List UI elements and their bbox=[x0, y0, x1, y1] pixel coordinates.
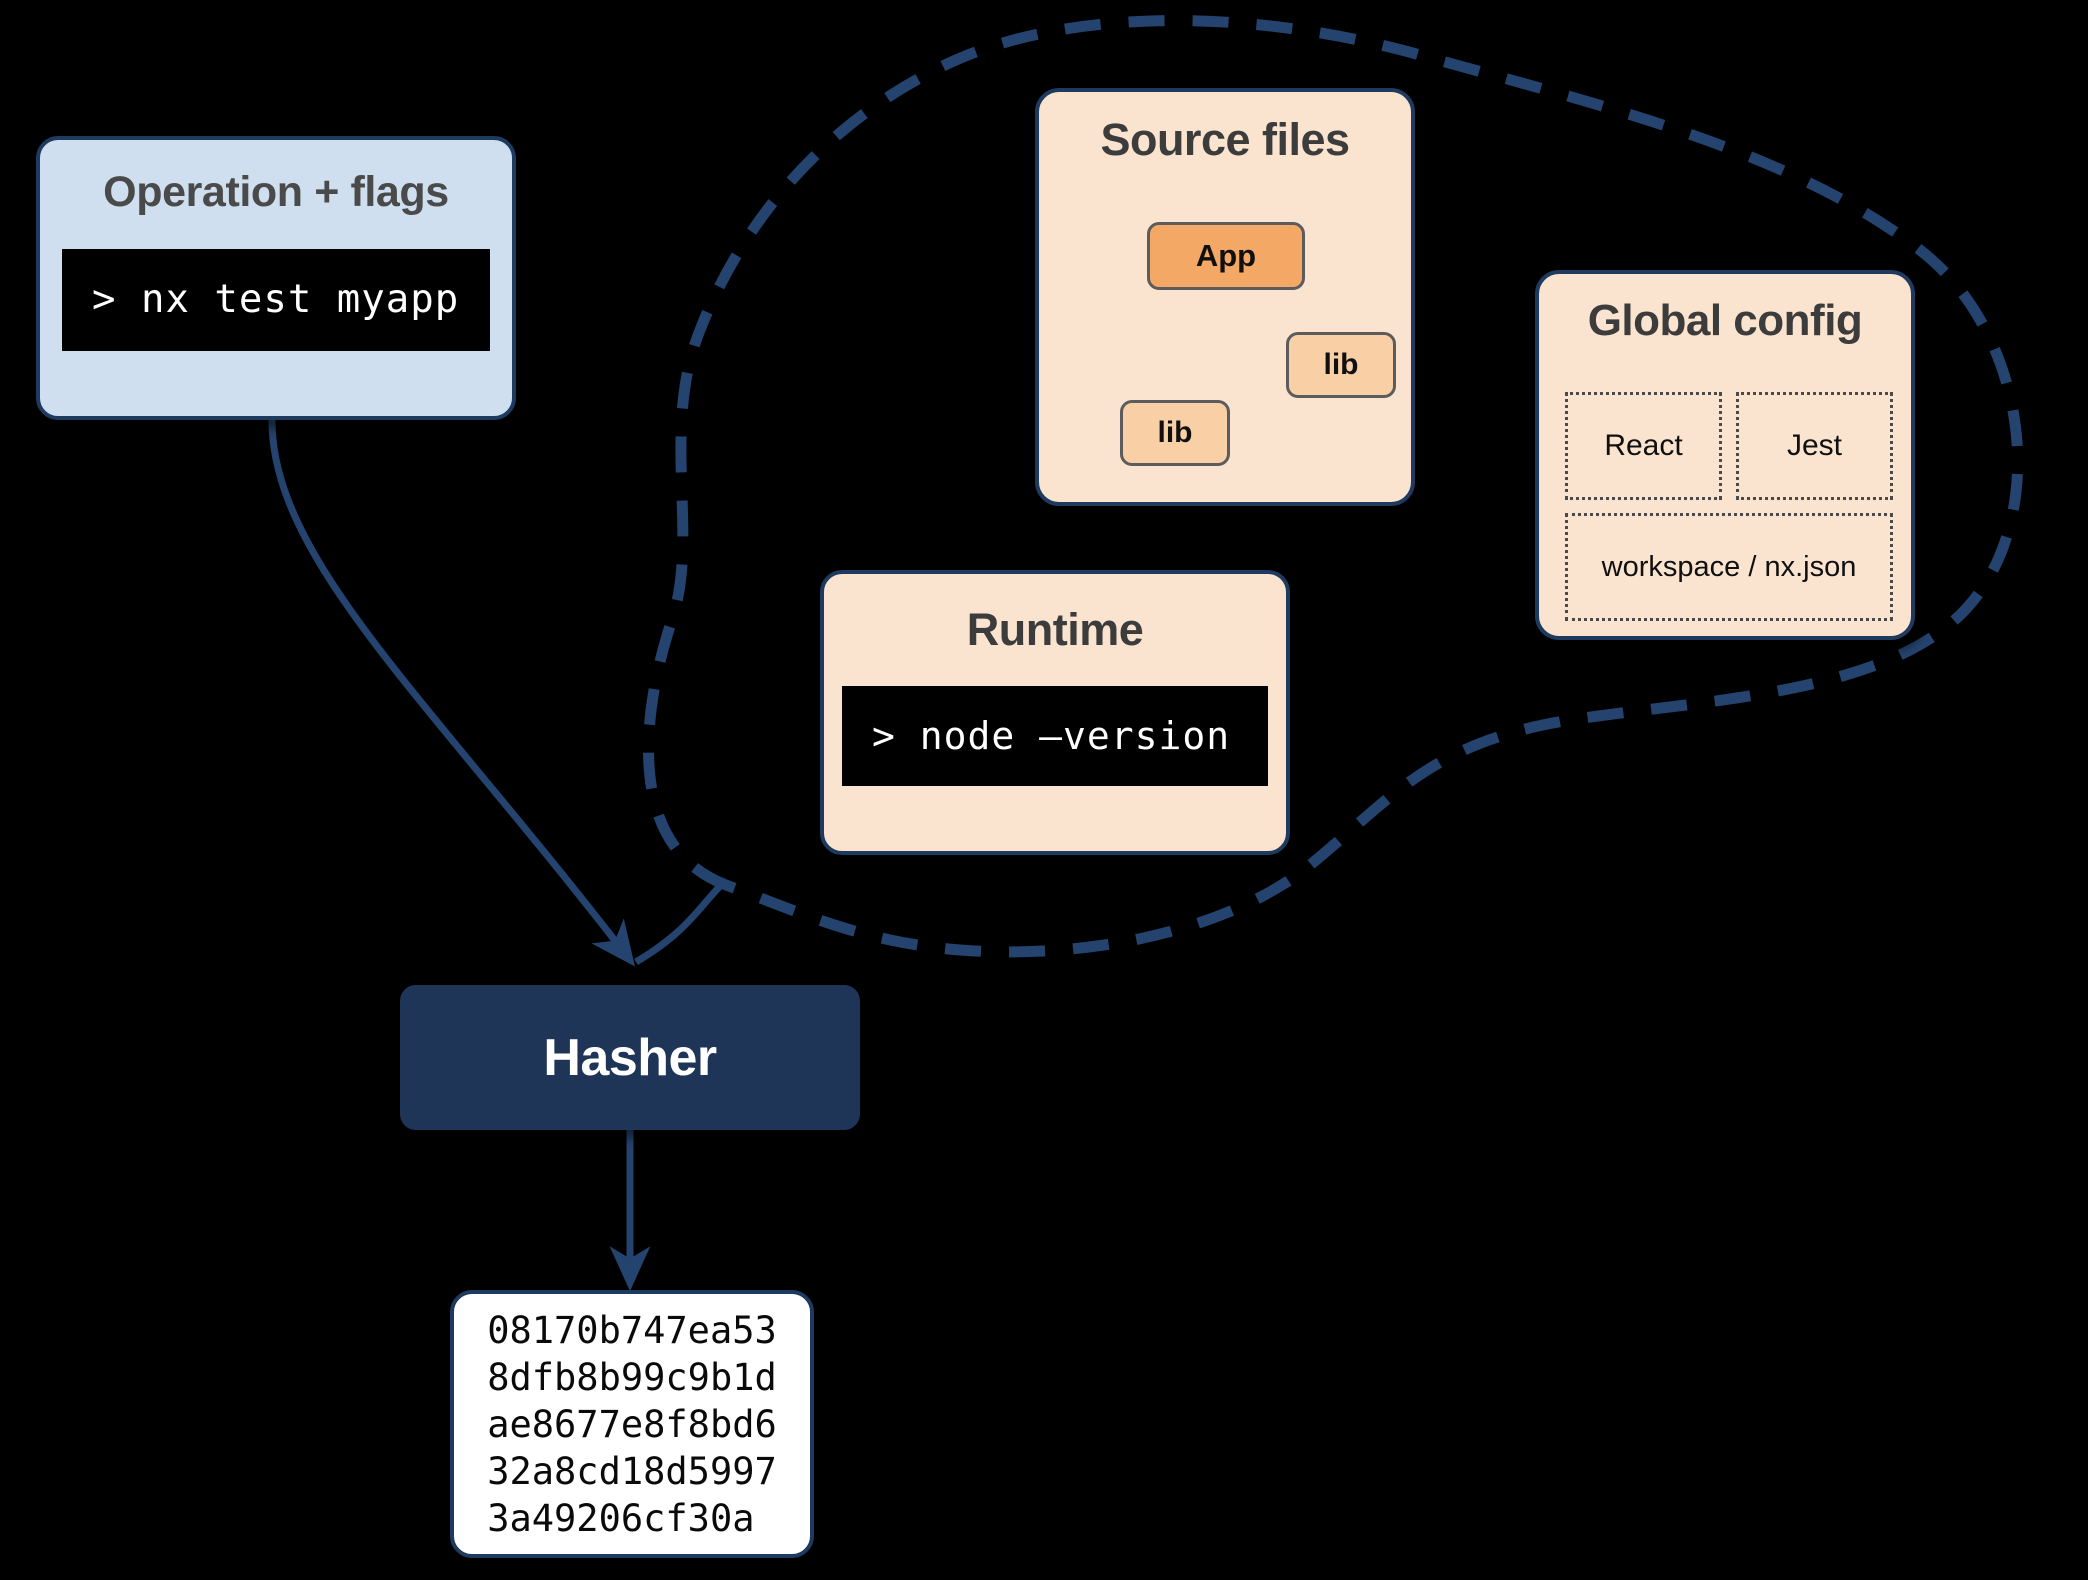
operation-terminal: > nx test myapp bbox=[62, 249, 490, 351]
config-cell-react-label: React bbox=[1604, 429, 1683, 462]
runtime-card-title: Runtime bbox=[966, 604, 1144, 655]
hash-output-text: 08170b747ea53 8dfb8b99c9b1d ae8677e8f8bd… bbox=[487, 1308, 777, 1540]
edge-inputs-to-hasher bbox=[634, 877, 729, 966]
operation-flags-card[interactable]: Operation + flags > nx test myapp bbox=[36, 136, 516, 420]
operation-card-title: Operation + flags bbox=[103, 168, 449, 216]
project-node-lib-right-label: lib bbox=[1323, 348, 1359, 381]
global-config-card[interactable]: Global config React Jest workspace / nx.… bbox=[1535, 270, 1915, 640]
global-config-row-top: React Jest bbox=[1565, 392, 1893, 500]
hash-output-card[interactable]: 08170b747ea53 8dfb8b99c9b1d ae8677e8f8bd… bbox=[450, 1290, 814, 1558]
runtime-terminal: > node –version bbox=[842, 686, 1268, 786]
config-cell-workspace[interactable]: workspace / nx.json bbox=[1565, 513, 1893, 621]
config-cell-workspace-label: workspace / nx.json bbox=[1601, 550, 1857, 583]
project-node-lib-right[interactable]: lib bbox=[1286, 332, 1396, 398]
hasher-node-label: Hasher bbox=[543, 1028, 717, 1087]
global-config-grid: React Jest workspace / nx.json bbox=[1565, 392, 1893, 621]
project-node-lib-left[interactable]: lib bbox=[1120, 400, 1230, 466]
global-config-card-title: Global config bbox=[1587, 296, 1863, 345]
project-node-app[interactable]: App bbox=[1147, 222, 1305, 290]
edge-operation-to-hasher bbox=[268, 419, 635, 967]
config-cell-jest-label: Jest bbox=[1786, 429, 1843, 462]
hasher-node[interactable]: Hasher bbox=[400, 985, 860, 1130]
source-files-card-title: Source files bbox=[1100, 114, 1350, 165]
config-cell-jest[interactable]: Jest bbox=[1736, 392, 1893, 500]
runtime-card[interactable]: Runtime > node –version bbox=[820, 570, 1290, 855]
project-node-app-label: App bbox=[1195, 238, 1257, 273]
config-cell-react[interactable]: React bbox=[1565, 392, 1722, 500]
project-node-lib-left-label: lib bbox=[1157, 416, 1193, 449]
